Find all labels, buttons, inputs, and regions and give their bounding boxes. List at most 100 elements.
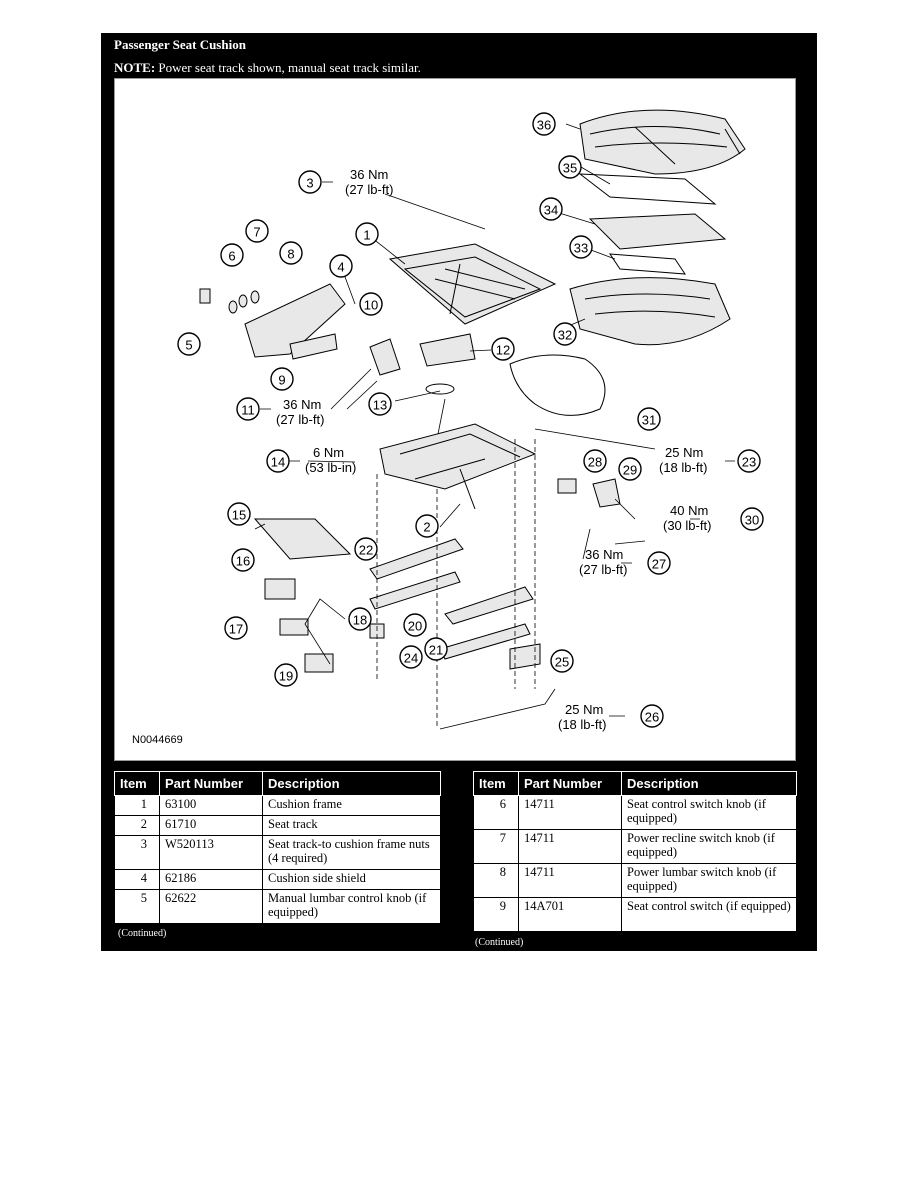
- callout-number: 6: [228, 249, 235, 264]
- callout-9: 9: [270, 367, 294, 391]
- callout-7: 7: [245, 219, 269, 243]
- document-panel: Passenger Seat Cushion NOTE: Power seat …: [101, 33, 817, 951]
- callout-circle: [368, 392, 392, 416]
- switch-knob-8-drawing: [250, 290, 260, 304]
- callout-number: 16: [236, 554, 250, 569]
- leader-line: [346, 380, 378, 410]
- callout-15: 15: [227, 502, 251, 526]
- heater-mat-drawing: [588, 213, 727, 250]
- seat-cushion-cover-drawing: [579, 109, 746, 175]
- callout-12: 12: [491, 337, 515, 361]
- callout-34: 34: [539, 197, 563, 221]
- callout-23: 23: [737, 449, 761, 473]
- leader-line: [565, 123, 581, 130]
- torque-30-line2: (30 lb-ft): [663, 518, 711, 533]
- callout-circle: [177, 332, 201, 356]
- callout-number: 19: [279, 669, 293, 684]
- item-cell: 7: [473, 829, 519, 864]
- seat-track-drawing: [379, 423, 537, 510]
- leader-line: [580, 166, 611, 185]
- torque-11-line1: 36 Nm: [283, 397, 321, 412]
- callout-circle: [329, 254, 353, 278]
- callout-number: 35: [563, 161, 577, 176]
- torque-26-line1: 25 Nm: [565, 702, 603, 717]
- description-cell: Seat control switch knob (if equipped): [621, 795, 797, 830]
- callout-number: 21: [429, 643, 443, 658]
- callout-number: 17: [229, 622, 243, 637]
- section-title: Passenger Seat Cushion: [114, 37, 246, 52]
- description-cell: Seat control switch (if equipped): [621, 897, 797, 932]
- callout-number: 9: [278, 373, 285, 388]
- leader-line: [439, 688, 556, 730]
- callout-circle: [298, 170, 322, 194]
- callout-11: 11: [236, 397, 260, 421]
- leader-line: [534, 428, 656, 450]
- callout-number: 12: [496, 343, 510, 358]
- leader-line: [394, 390, 441, 402]
- cushion-side-shield-drawing: [244, 283, 346, 358]
- callout-circle: [348, 607, 372, 631]
- leader-line: [582, 528, 591, 560]
- callout-number: 20: [408, 619, 422, 634]
- callout-circle: [355, 222, 379, 246]
- callout-31: 31: [637, 407, 661, 431]
- callout-circle: [274, 663, 298, 687]
- callout-24: 24: [399, 645, 423, 669]
- torque-27-line1: 36 Nm: [585, 547, 623, 562]
- callout-circle: [637, 407, 661, 431]
- leader-line: [254, 523, 266, 530]
- callout-number: 14: [271, 455, 285, 470]
- callout-number: 36: [537, 118, 551, 133]
- callout-36: 36: [532, 112, 556, 136]
- column-header-part-number: Part Number: [518, 771, 622, 796]
- part-number-cell: 14A701: [518, 897, 622, 932]
- description-cell: Seat track-to cushion frame nuts (4 requ…: [262, 835, 441, 870]
- callout-circle: [424, 637, 448, 661]
- callout-30: 30: [740, 507, 764, 531]
- callout-number: 31: [642, 413, 656, 428]
- callout-circle: [550, 649, 574, 673]
- column-header-part-number: Part Number: [159, 771, 263, 796]
- leader-line: [307, 460, 356, 463]
- callout-circle: [245, 219, 269, 243]
- item-cell: 1: [114, 795, 160, 816]
- column-header-description: Description: [621, 771, 797, 796]
- callout-25: 25: [550, 649, 574, 673]
- leader-line: [469, 349, 492, 352]
- callout-2: 2: [415, 514, 439, 538]
- callout-21: 21: [424, 637, 448, 661]
- part-number-cell: 61710: [159, 815, 263, 836]
- callout-number: 15: [232, 508, 246, 523]
- callout-4: 4: [329, 254, 353, 278]
- wiring-harness-drawing: [509, 354, 606, 416]
- leader-line: [439, 503, 461, 528]
- part-number-cell: 14711: [518, 863, 622, 898]
- callout-number: 34: [544, 203, 558, 218]
- callout-circle: [640, 704, 664, 728]
- note-line: NOTE: Power seat track shown, manual sea…: [114, 60, 421, 76]
- item-cell: 5: [114, 889, 160, 924]
- callout-circle: [415, 514, 439, 538]
- callout-circle: [553, 322, 577, 346]
- leader-line: [304, 598, 346, 665]
- torque-26-line2: (18 lb-ft): [558, 717, 606, 732]
- callout-circle: [491, 337, 515, 361]
- rail-22-drawing: [369, 538, 464, 580]
- cushion-frame-drawing: [388, 243, 557, 325]
- module-19-drawing: [304, 653, 334, 673]
- callout-number: 30: [745, 513, 759, 528]
- switch-knob-7-drawing: [238, 294, 248, 308]
- callout-32: 32: [553, 322, 577, 346]
- callout-26: 26: [640, 704, 664, 728]
- exploded-view-drawing: 1234567891011121314151617181920212223242…: [132, 109, 764, 746]
- switch-knob-6-drawing: [228, 300, 238, 314]
- bracket-28-drawing: [557, 478, 577, 494]
- callout-number: 3: [306, 176, 313, 191]
- callout-number: 23: [742, 455, 756, 470]
